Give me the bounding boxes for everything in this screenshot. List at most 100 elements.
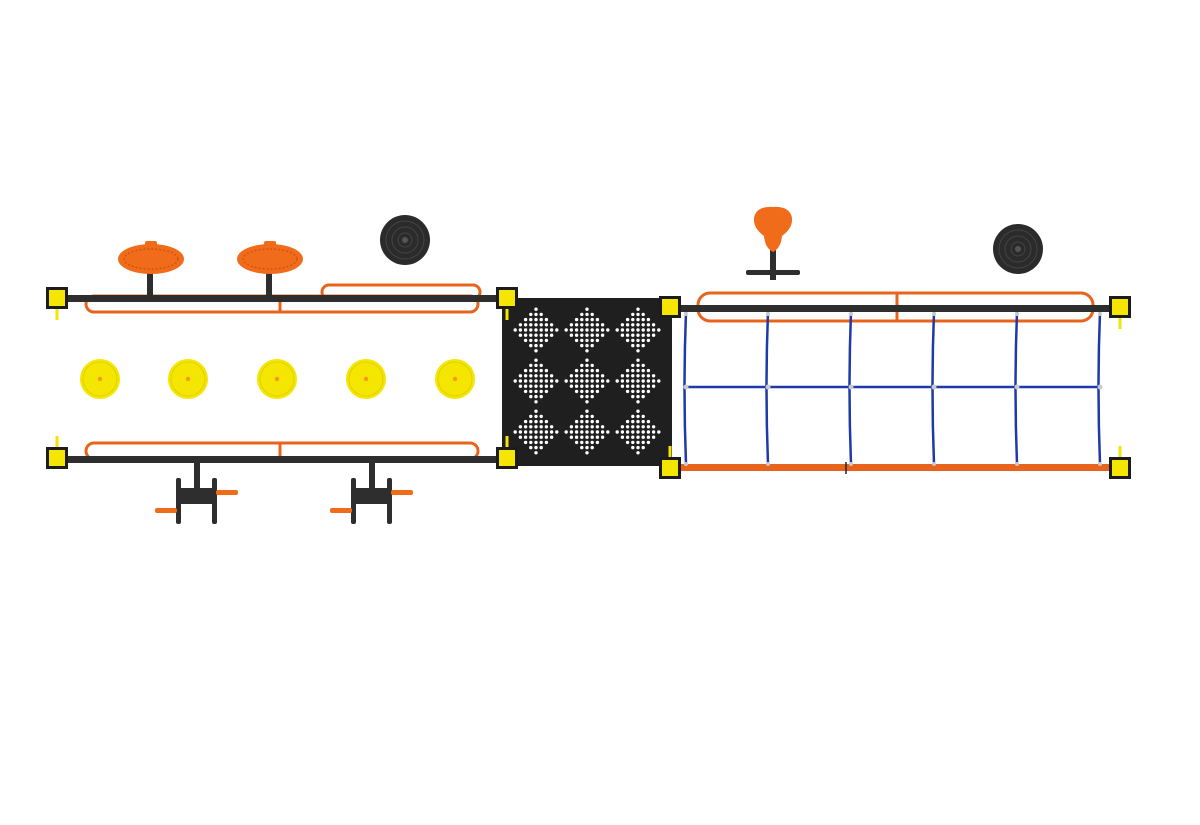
deck-hole bbox=[600, 374, 605, 378]
deck-hole bbox=[529, 425, 533, 429]
deck-hole bbox=[651, 374, 656, 378]
deck-hole bbox=[539, 414, 543, 419]
deck-hole bbox=[606, 430, 610, 434]
deck-hole bbox=[529, 333, 533, 337]
stepping-disc bbox=[257, 359, 297, 399]
deck-hole bbox=[580, 419, 584, 424]
deck-hole bbox=[620, 323, 625, 327]
deck-hole bbox=[641, 338, 645, 343]
deck-hole bbox=[646, 338, 651, 343]
deck-hole bbox=[606, 328, 610, 332]
deck-hole bbox=[585, 419, 589, 424]
deck-hole bbox=[518, 384, 523, 388]
deck-hole bbox=[544, 374, 549, 378]
deck-hole bbox=[631, 419, 635, 424]
deck-hole bbox=[534, 317, 538, 322]
deck-hole bbox=[580, 338, 584, 343]
deck-hole bbox=[595, 323, 600, 327]
deck-hole bbox=[590, 333, 594, 337]
deck-hole bbox=[544, 338, 549, 343]
deck-hole bbox=[555, 430, 559, 434]
deck-hole bbox=[595, 317, 600, 322]
deck-hole bbox=[646, 323, 651, 327]
deck-hole bbox=[585, 349, 589, 353]
deck-hole bbox=[600, 435, 605, 439]
deck-hole bbox=[595, 379, 600, 383]
deck-hole bbox=[523, 389, 528, 394]
deck-hole bbox=[569, 379, 574, 383]
deck-hole bbox=[523, 368, 528, 373]
deck-hole bbox=[523, 425, 528, 429]
deck-hole bbox=[625, 317, 630, 322]
deck-hole bbox=[564, 328, 568, 332]
net-joint bbox=[1015, 462, 1019, 466]
deck-hole bbox=[529, 414, 533, 419]
deck-hole bbox=[590, 440, 594, 445]
deck-hole bbox=[646, 435, 651, 439]
deck-hole bbox=[641, 430, 645, 434]
deck-hole bbox=[580, 440, 584, 445]
deck-hole bbox=[539, 312, 543, 317]
deck-hole bbox=[585, 384, 589, 388]
deck-hole bbox=[625, 430, 630, 434]
deck-hole bbox=[529, 363, 533, 368]
deck-hole bbox=[534, 409, 538, 413]
deck-hole bbox=[585, 394, 589, 399]
oval-seat bbox=[237, 241, 303, 298]
deck-hole bbox=[585, 451, 589, 455]
deck-hole bbox=[646, 430, 651, 434]
deck-hole bbox=[574, 384, 579, 388]
deck-hole bbox=[646, 374, 651, 378]
oval-seat bbox=[118, 241, 184, 298]
spinner-disc bbox=[380, 215, 430, 265]
deck-hole bbox=[569, 323, 574, 327]
deck-hole bbox=[641, 317, 645, 322]
deck-hole bbox=[636, 445, 640, 450]
deck-hole bbox=[544, 368, 549, 373]
pedal-station bbox=[330, 462, 413, 524]
deck-hole bbox=[549, 379, 554, 383]
deck-hole bbox=[518, 333, 523, 337]
perforated-deck-platform bbox=[502, 298, 672, 466]
deck-hole bbox=[580, 430, 584, 434]
deck-hole bbox=[580, 445, 584, 450]
deck-hole bbox=[574, 328, 579, 332]
deck-hole bbox=[544, 323, 549, 327]
deck-hole bbox=[590, 323, 594, 327]
deck-hole bbox=[539, 445, 543, 450]
deck-hole bbox=[590, 328, 594, 332]
deck-hole bbox=[641, 363, 645, 368]
net-joint bbox=[765, 384, 771, 390]
deck-hole bbox=[523, 328, 528, 332]
deck-hole bbox=[641, 312, 645, 317]
deck-hole bbox=[574, 379, 579, 383]
post bbox=[46, 436, 68, 469]
deck-hole bbox=[539, 338, 543, 343]
deck-hole bbox=[544, 425, 549, 429]
deck-hole bbox=[549, 374, 554, 378]
deck-hole bbox=[625, 435, 630, 439]
deck-hole bbox=[600, 328, 605, 332]
deck-hole bbox=[580, 374, 584, 378]
deck-hole bbox=[590, 338, 594, 343]
deck-hole bbox=[529, 419, 533, 424]
deck-hole bbox=[590, 317, 594, 322]
deck-hole bbox=[636, 435, 640, 439]
deck-hole bbox=[529, 312, 533, 317]
deck-hole bbox=[620, 328, 625, 332]
deck-hole bbox=[651, 328, 656, 332]
deck-hole bbox=[615, 328, 619, 332]
deck-hole bbox=[595, 333, 600, 337]
deck-hole bbox=[600, 379, 605, 383]
post bbox=[1109, 296, 1131, 329]
deck-hole bbox=[595, 384, 600, 388]
deck-hole bbox=[636, 358, 640, 362]
deck-hole bbox=[534, 349, 538, 353]
deck-hole bbox=[534, 394, 538, 399]
deck-hole bbox=[529, 379, 533, 383]
posts bbox=[46, 287, 1131, 479]
deck-hole bbox=[625, 368, 630, 373]
deck-hole bbox=[641, 419, 645, 424]
deck-hole bbox=[569, 374, 574, 378]
deck-hole bbox=[631, 323, 635, 327]
